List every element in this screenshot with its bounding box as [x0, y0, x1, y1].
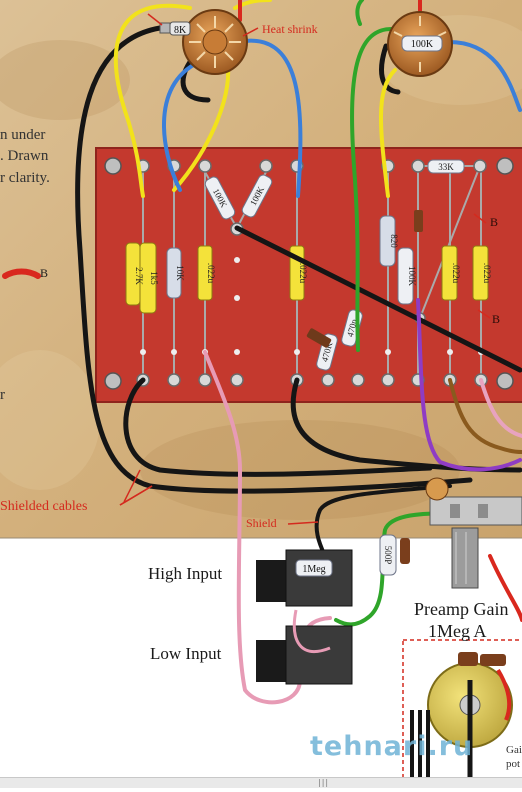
- component-100k-b: 100K: [241, 174, 273, 218]
- label-2k7: 2.7K: [134, 267, 144, 285]
- high-input-label: High Input: [148, 564, 223, 583]
- wire-black-diagonal: [234, 225, 522, 373]
- label-100k-c: 100K: [407, 266, 417, 287]
- point-b-board-1: B: [490, 215, 498, 229]
- pot-left: [159, 9, 248, 75]
- wire-purple: [416, 298, 522, 472]
- point-b-board-2: B: [492, 312, 500, 326]
- component-33k: [427, 159, 465, 174]
- component-brown-small: [400, 538, 410, 564]
- scrollbar-grip-icon[interactable]: |||: [318, 778, 330, 787]
- gain-pot-detail: [410, 652, 513, 778]
- wire-brown: [448, 378, 522, 454]
- component-10k: [166, 247, 182, 299]
- label-jack-res: 1Meg: [302, 564, 325, 575]
- component-100k-c: [397, 247, 414, 305]
- gain-fragment-1: Gai: [506, 744, 522, 756]
- point-b-left: B: [40, 266, 49, 280]
- label-cap-022-a: .022u: [206, 263, 216, 284]
- label-cap-022-c: .022u: [451, 263, 461, 284]
- label-33k: 33K: [438, 162, 454, 172]
- component-cap-022-d: [472, 245, 489, 301]
- pot-right: [387, 11, 453, 77]
- wire-red-b: [2, 268, 41, 279]
- jack-low-input: [256, 625, 353, 685]
- heat-shrink-label: Heat shrink: [262, 22, 318, 36]
- component-1k5: [139, 242, 157, 314]
- preamp-gain-title: Preamp Gain: [414, 599, 509, 619]
- wire-black-left-loop: [75, 25, 473, 494]
- label-820: 820: [389, 234, 399, 248]
- component-brown-cap: [306, 328, 332, 348]
- wire-blue-left: [162, 58, 206, 192]
- wires: [2, 0, 522, 705]
- label-1k5: 1k5: [149, 271, 159, 285]
- component-small-cap: [414, 210, 423, 232]
- low-input-label: Low Input: [150, 644, 222, 663]
- wire-yellow-left: [113, 3, 192, 198]
- scrollbar-track[interactable]: [0, 777, 522, 788]
- label-500p: 500P: [383, 546, 393, 565]
- note-fragment: r: [0, 387, 5, 403]
- wire-black-shield-to-jack: [314, 484, 452, 558]
- wire-green-top: [355, 0, 364, 26]
- component-100k-a: 100K: [204, 176, 236, 220]
- wire-red-gain: [488, 554, 522, 622]
- component-500p: 500P: [379, 534, 397, 576]
- label-cap-022-d: .022u: [482, 263, 492, 284]
- component-820: [379, 215, 396, 267]
- wire-blue-right: [236, 38, 303, 198]
- label-cap-022-b: .022u: [298, 263, 308, 284]
- gain-fragment-2: pot: [506, 758, 521, 770]
- wire-black-right-pot: [379, 43, 401, 95]
- component-cap-022-c: [441, 245, 458, 301]
- shield-label: Shield: [246, 516, 277, 530]
- preamp-gain-value: 1Meg A: [428, 621, 487, 641]
- label-pot-left: 8K: [174, 25, 187, 36]
- wire-pink-right: [479, 378, 522, 438]
- note-line-3: r clarity.: [0, 170, 50, 186]
- wire-blue-rightpot: [444, 39, 522, 112]
- jack-high-input: [256, 549, 353, 607]
- board-screws: [104, 157, 514, 390]
- wire-green-main: [350, 27, 402, 352]
- wire-yellow-board-right: [379, 68, 397, 198]
- turret-eyelets: [140, 257, 484, 355]
- shielded-cables-label: Shielded cables: [0, 499, 88, 514]
- gain-switch-bracket: [425, 477, 522, 589]
- wire-black-left-2: [123, 377, 433, 477]
- label-10k: 10K: [175, 265, 185, 281]
- note-line-1: n under: [0, 127, 46, 143]
- label-pot-right: 100K: [411, 39, 434, 50]
- watermark-text: tehnari.ru: [310, 731, 474, 762]
- component-cap-022-a: [197, 245, 213, 301]
- note-line-2: . Drawn: [0, 148, 49, 164]
